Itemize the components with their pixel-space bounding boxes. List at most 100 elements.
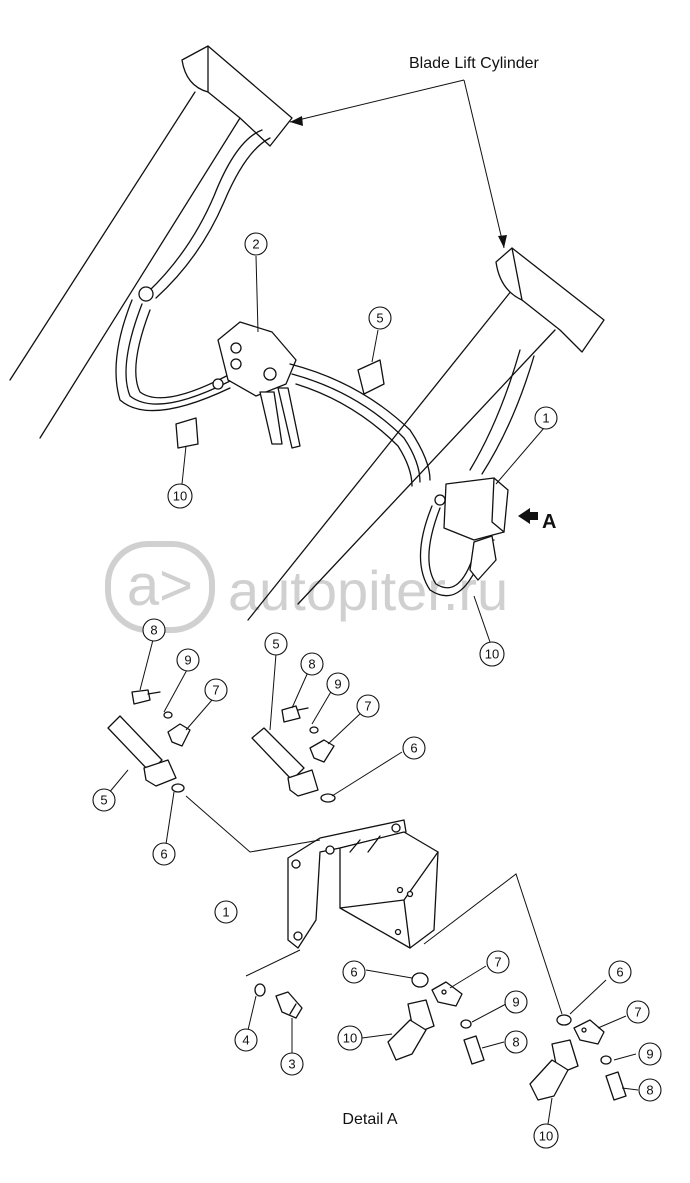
watermark: a> autopiter.ru: [105, 541, 508, 633]
callout-4: 4: [234, 1028, 258, 1052]
callout-number: 8: [512, 1035, 519, 1050]
callout-circle: [326, 672, 350, 696]
callout-circle: [167, 483, 193, 509]
callout-number: 9: [646, 1047, 653, 1062]
callout-circle: [176, 648, 200, 672]
callout-number: 1: [222, 905, 229, 920]
hose-left-bundle: [115, 129, 271, 449]
callout-circle: [280, 1052, 304, 1076]
callout-circle: [300, 652, 324, 676]
top-leaders: [181, 255, 545, 643]
callout-9-c: 9: [504, 990, 528, 1014]
callout-circle: [142, 618, 166, 642]
callout-number: 6: [350, 965, 357, 980]
callout-2: 2: [244, 232, 268, 256]
valve-block-top: [212, 321, 301, 449]
callout-6-c: 6: [342, 960, 366, 984]
callout-number: 7: [494, 955, 501, 970]
cylinder-title: Blade Lift Cylinder: [409, 55, 540, 72]
callout-7-d: 7: [626, 1000, 650, 1024]
callout-8-d: 8: [638, 1078, 662, 1102]
callout-5-b: 5: [264, 632, 288, 656]
callout-number: 5: [376, 311, 383, 326]
callout-number: 6: [410, 741, 417, 756]
view-marker: A: [518, 508, 556, 533]
callout-circle: [486, 950, 510, 974]
cylinder-left: [9, 45, 293, 439]
callout-number: 1: [542, 411, 549, 426]
callout-number: 9: [334, 677, 341, 692]
detail-middle-parts: [251, 653, 403, 803]
watermark-text: autopiter.ru: [228, 559, 508, 622]
callout-6-b: 6: [402, 736, 426, 760]
hose-right-bundle: [289, 349, 535, 487]
callout-circle: [638, 1042, 662, 1066]
callout-1-detail: 1: [214, 900, 238, 924]
callout-10-right: 10: [479, 641, 505, 667]
detail-fasteners-lower: [247, 983, 303, 1054]
callout-circle: [264, 632, 288, 656]
detail-center-bottom: [361, 965, 507, 1065]
callout-number: 8: [308, 657, 315, 672]
callout-circle: [402, 736, 426, 760]
callout-number: 10: [343, 1031, 357, 1046]
callouts: 2 5 1 10 10 8 9 7 5 6 5 8 9 7 6 1 6 7 9 …: [92, 232, 662, 1149]
callout-7-b: 7: [356, 694, 380, 718]
watermark-logo: a>: [127, 553, 193, 618]
callout-10-left: 10: [167, 483, 193, 509]
cylinder-pointer: [289, 79, 507, 249]
callout-number: 5: [272, 637, 279, 652]
callout-circle: [234, 1028, 258, 1052]
callout-6-d: 6: [608, 960, 632, 984]
detail-left-parts: [107, 635, 213, 845]
callout-number: 6: [616, 965, 623, 980]
cylinder-right: [247, 247, 605, 621]
callout-number: 8: [646, 1083, 653, 1098]
callout-number: 10: [485, 647, 499, 662]
callout-number: 4: [242, 1033, 249, 1048]
callout-number: 7: [212, 683, 219, 698]
callout-9-b: 9: [326, 672, 350, 696]
callout-circle: [214, 900, 238, 924]
callout-circle: [244, 232, 268, 256]
callout-circle: [638, 1078, 662, 1102]
callout-circle: [92, 788, 116, 812]
callout-7-a: 7: [204, 678, 228, 702]
view-marker-label: A: [542, 511, 556, 533]
callout-number: 3: [288, 1057, 295, 1072]
callout-circle: [356, 694, 380, 718]
callout-circle: [342, 960, 366, 984]
detail-caption: Detail A: [342, 1111, 397, 1128]
callout-number: 2: [252, 237, 259, 252]
callout-circle: [608, 960, 632, 984]
callout-1-top: 1: [534, 406, 558, 430]
callout-number: 6: [160, 847, 167, 862]
detail-bracket: [185, 795, 563, 1015]
callout-8-b: 8: [300, 652, 324, 676]
callout-circle: [533, 1123, 559, 1149]
callout-number: 7: [364, 699, 371, 714]
callout-number: 7: [634, 1005, 641, 1020]
callout-9-d: 9: [638, 1042, 662, 1066]
callout-8-a: 8: [142, 618, 166, 642]
callout-number: 10: [539, 1129, 553, 1144]
callout-circle: [204, 678, 228, 702]
callout-circle: [504, 990, 528, 1014]
valve-block-right: [419, 477, 509, 597]
callout-circle: [479, 641, 505, 667]
callout-10-d: 10: [533, 1123, 559, 1149]
callout-circle: [534, 406, 558, 430]
callout-3: 3: [280, 1052, 304, 1076]
callout-8-c: 8: [504, 1030, 528, 1054]
callout-circle: [626, 1000, 650, 1024]
callout-number: 8: [150, 623, 157, 638]
callout-circle: [368, 306, 392, 330]
callout-number: 9: [184, 653, 191, 668]
callout-circle: [504, 1030, 528, 1054]
detail-right-bottom: [529, 979, 639, 1125]
callout-5-a: 5: [92, 788, 116, 812]
callout-circle: [152, 842, 176, 866]
callout-number: 10: [173, 489, 187, 504]
callout-number: 9: [512, 995, 519, 1010]
